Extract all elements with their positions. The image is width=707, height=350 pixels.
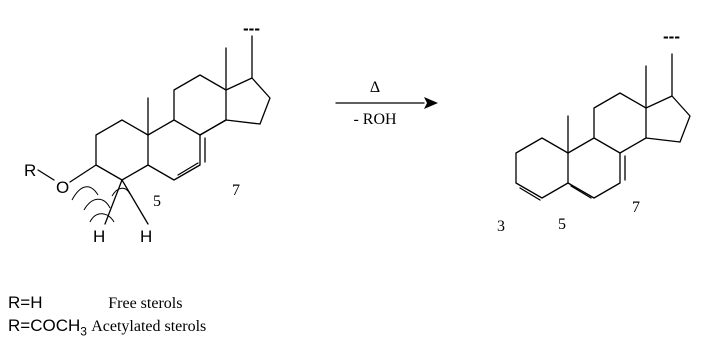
reaction-arrow: Δ - ROH	[335, 79, 438, 128]
product-ring-b	[567, 137, 621, 199]
c4-h-bond-1	[104, 179, 123, 225]
legend-row-free: R=H Free sterols	[8, 292, 206, 315]
product-double-bond-5-6	[570, 185, 592, 199]
ring-b	[147, 119, 201, 181]
r-group: R	[24, 161, 36, 180]
double-bond-7-8-b	[199, 119, 227, 136]
legend-row-acetylated: R=COCH3 Acetylated sterols	[8, 315, 206, 342]
electron-arrow-4	[111, 187, 131, 197]
double-bond-5-6	[177, 162, 199, 176]
condition-heat: Δ	[370, 79, 380, 96]
c4-h-bond-2	[121, 179, 149, 225]
legend-key-acetylated: R=COCH3	[8, 315, 87, 342]
side-chain-dash: ---	[243, 19, 260, 38]
ring-a	[95, 119, 149, 181]
electron-arrow-1	[71, 186, 99, 201]
legend-desc-free: Free sterols	[108, 295, 183, 312]
product-position-5: 5	[558, 216, 566, 233]
condition-loss: - ROH	[353, 111, 397, 128]
product-side-chain-dash: ---	[663, 27, 680, 46]
oxygen-atom: O	[56, 178, 69, 197]
reactant-structure: --- O R H H 5 7	[24, 19, 271, 246]
legend: R=H Free sterols R=COCH3 Acetylated ster…	[8, 292, 206, 342]
c3-oxygen-bond	[69, 164, 97, 183]
arrow-head	[424, 97, 438, 109]
legend-key-acetylated-sub: 3	[80, 324, 87, 339]
product-structure: --- 3 5 7	[497, 27, 691, 235]
legend-key-acetylated-text: R=COCH	[8, 316, 81, 335]
product-position-3: 3	[497, 218, 505, 235]
reactant-position-5: 5	[153, 193, 161, 210]
oxygen-r-bond	[37, 169, 55, 181]
ring-d	[225, 77, 271, 125]
electron-arrow-2	[83, 198, 111, 211]
product-ring-c	[593, 92, 647, 154]
hydrogen-atom-2: H	[140, 227, 152, 246]
product-double-bond-3-4	[519, 187, 541, 201]
product-ring-d	[645, 95, 691, 143]
legend-desc-acetylated: Acetylated sterols	[91, 318, 207, 335]
hydrogen-atom-1: H	[93, 227, 105, 246]
product-ring-a	[515, 137, 569, 199]
reactant-position-7: 7	[232, 182, 240, 199]
ring-c	[173, 74, 227, 136]
electron-arrow-3	[89, 213, 115, 223]
legend-key-free: R=H	[8, 293, 43, 312]
product-position-7: 7	[632, 199, 640, 216]
